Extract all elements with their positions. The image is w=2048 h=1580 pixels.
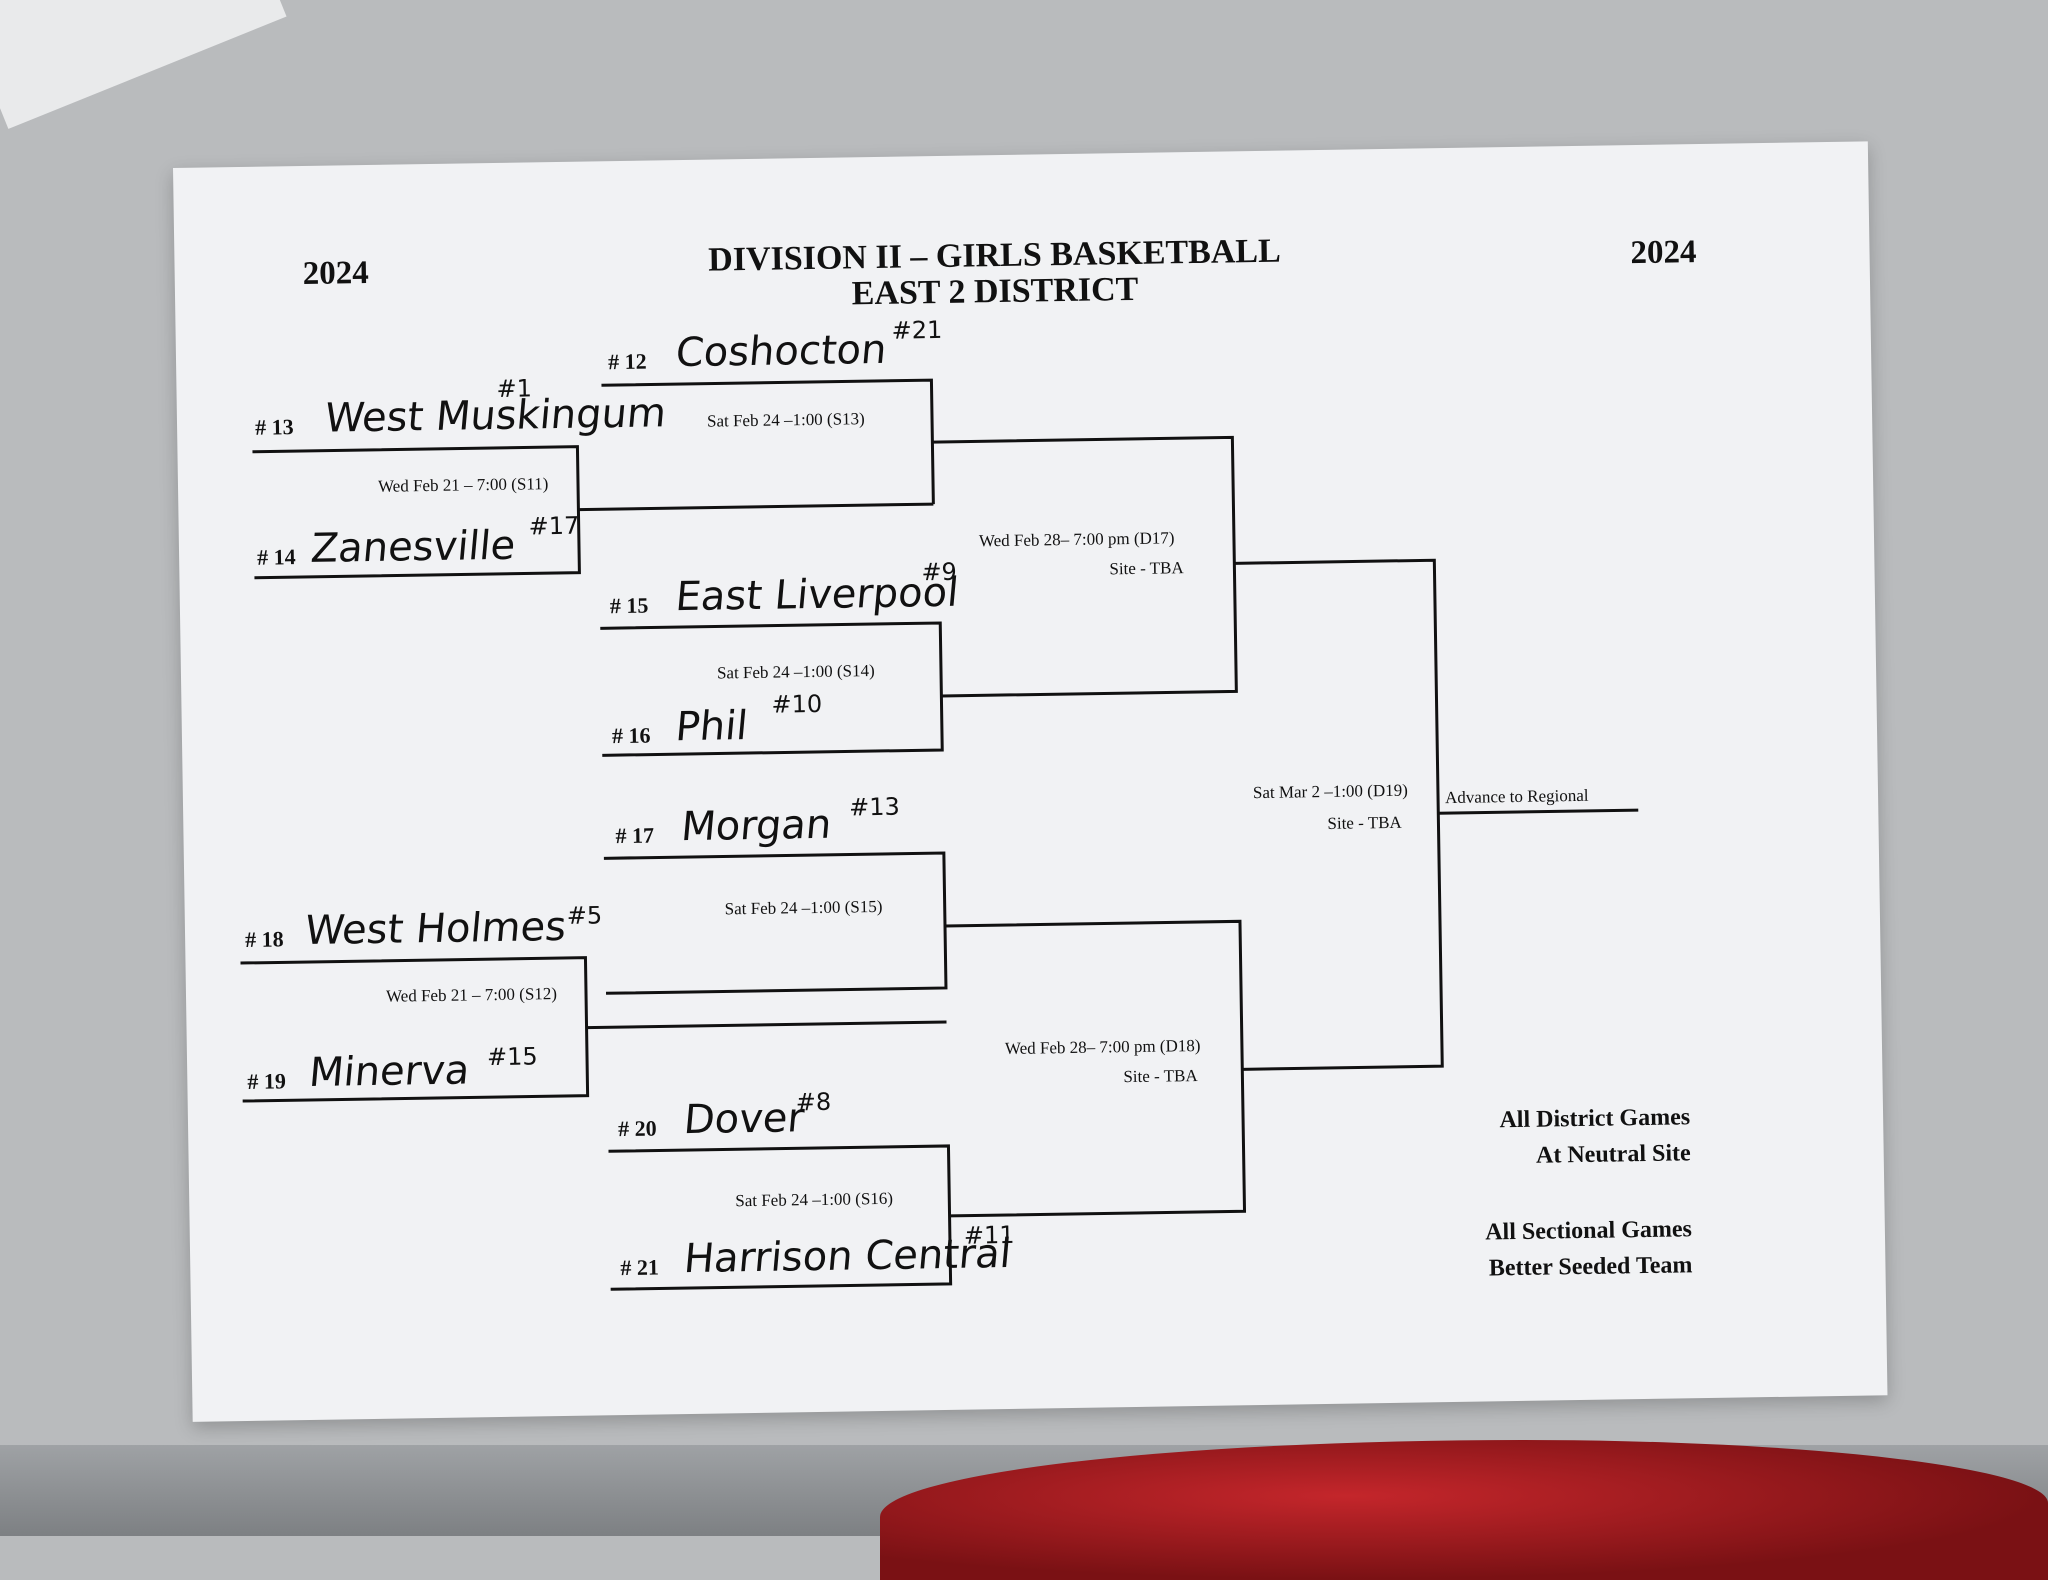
game-s16: Sat Feb 24 –1:00 (S16) bbox=[735, 1188, 894, 1211]
game-s14: Sat Feb 24 –1:00 (S14) bbox=[716, 661, 875, 683]
seed-13: # 13 bbox=[254, 414, 294, 440]
team-19-rank: #15 bbox=[486, 1042, 538, 1072]
team-18-rank: #5 bbox=[566, 901, 603, 930]
note-district-line1: All District Games bbox=[1499, 1104, 1691, 1134]
team-17-rank: #13 bbox=[848, 792, 900, 822]
team-15-name: East Liverpool bbox=[673, 569, 961, 621]
game-s11: Wed Feb 21 – 7:00 (S11) bbox=[377, 474, 549, 496]
team-12-name: Coshocton bbox=[673, 326, 889, 377]
seed-20: # 20 bbox=[617, 1115, 657, 1142]
team-14-name: Zanesville bbox=[308, 522, 518, 572]
paper-corner bbox=[0, 0, 287, 129]
note-sectional-line1: All Sectional Games bbox=[1485, 1216, 1693, 1246]
team-19-name: Minerva bbox=[307, 1047, 472, 1097]
bracket-lines bbox=[240, 378, 1639, 1291]
seed-16: # 16 bbox=[611, 722, 651, 749]
team-20-rank: #8 bbox=[795, 1087, 832, 1117]
game-d19-site: Site - TBA bbox=[1327, 812, 1402, 833]
team-14-rank: #17 bbox=[528, 511, 580, 541]
seed-14: # 14 bbox=[256, 544, 296, 570]
team-13-name: West Muskingum bbox=[322, 390, 669, 442]
team-13-rank: #1 bbox=[496, 374, 533, 403]
team-21-rank: #11 bbox=[963, 1220, 1015, 1250]
team-17-name: Morgan bbox=[679, 801, 834, 851]
game-d17-site: Site - TBA bbox=[1109, 558, 1184, 579]
game-d19: Sat Mar 2 –1:00 (D19) bbox=[1252, 780, 1408, 803]
team-16-name: Phil bbox=[673, 703, 750, 751]
team-20-name: Dover bbox=[681, 1095, 807, 1144]
seed-21: # 21 bbox=[620, 1254, 660, 1281]
seed-18: # 18 bbox=[244, 926, 284, 952]
team-18-name: West Holmes bbox=[302, 903, 569, 955]
note-district-line2: At Neutral Site bbox=[1535, 1140, 1691, 1169]
seed-15: # 15 bbox=[609, 592, 649, 619]
game-d18: Wed Feb 28– 7:00 pm (D18) bbox=[1004, 1035, 1201, 1059]
game-s13: Sat Feb 24 –1:00 (S13) bbox=[706, 409, 865, 431]
game-d18-site: Site - TBA bbox=[1123, 1066, 1198, 1087]
note-sectional-line2: Better Seeded Team bbox=[1488, 1252, 1693, 1282]
advance-label: Advance to Regional bbox=[1444, 785, 1589, 808]
bracket-sheet: 2024 2024 DIVISION II – GIRLS BASKETBALL… bbox=[173, 141, 1888, 1422]
seed-19: # 19 bbox=[247, 1068, 287, 1094]
game-s15: Sat Feb 24 –1:00 (S15) bbox=[724, 896, 883, 919]
game-d17: Wed Feb 28– 7:00 pm (D17) bbox=[978, 528, 1175, 551]
game-s12: Wed Feb 21 – 7:00 (S12) bbox=[385, 984, 558, 1006]
seed-17: # 17 bbox=[615, 822, 655, 849]
team-15-rank: #9 bbox=[921, 557, 958, 587]
team-12-rank: #21 bbox=[891, 315, 943, 345]
seed-12: # 12 bbox=[607, 348, 647, 375]
team-16-rank: #10 bbox=[771, 689, 823, 719]
